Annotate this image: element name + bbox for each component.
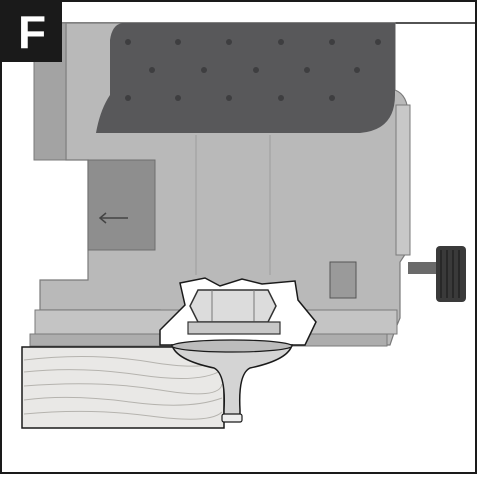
arrow-left-icon [98, 212, 128, 224]
depth-slot [329, 261, 357, 299]
grip-dots [125, 39, 381, 101]
side-rail [395, 104, 411, 256]
wood-workpiece [21, 346, 225, 429]
panel-label: F [2, 2, 62, 62]
adjustment-knob-icon [408, 246, 466, 302]
router-bit-icon [171, 339, 293, 423]
lower-left-block [87, 159, 156, 251]
hex-nut-icon [187, 289, 281, 335]
dark-grip-plate [96, 23, 395, 133]
